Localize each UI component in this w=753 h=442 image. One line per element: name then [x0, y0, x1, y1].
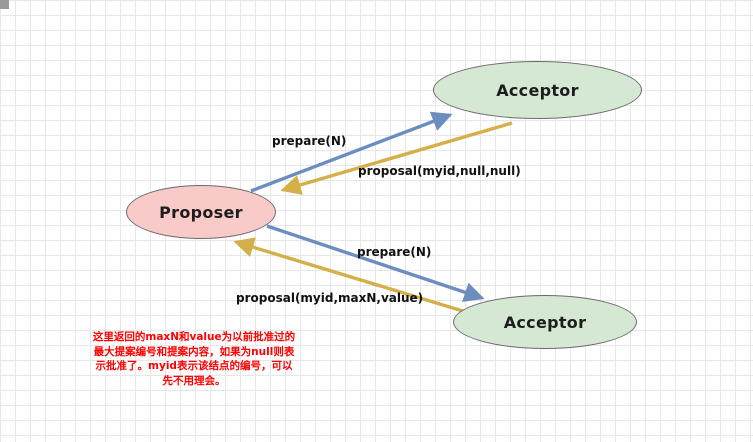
node-acceptor-top: Acceptor: [433, 61, 642, 119]
note-line: 示批准了。myid表示该结点的编号，可以: [95, 360, 293, 372]
node-acceptor-bottom-label: Acceptor: [503, 312, 587, 332]
note-line: 这里返回的maxN和value为以前批准过的: [92, 331, 296, 343]
node-acceptor-bottom: Acceptor: [453, 295, 637, 349]
note-line: 最大提案编号和提案内容，如果为null则表: [93, 345, 295, 358]
edge-prepare-top: [250, 111, 453, 193]
edge-label-prepare-bottom: prepare(N): [357, 245, 432, 259]
node-proposer: Proposer: [126, 185, 276, 239]
edge-proposal-top: [280, 121, 513, 195]
edge-label-proposal-top: proposal(myid,null,null): [358, 164, 521, 178]
node-proposer-label: Proposer: [159, 202, 243, 222]
note-text: 这里返回的maxN和value为以前批准过的 最大提案编号和提案内容，如果为nu…: [88, 330, 300, 388]
node-acceptor-top-label: Acceptor: [496, 80, 579, 100]
note-line: 先不用理会。: [162, 374, 226, 387]
edge-label-prepare-top: prepare(N): [272, 134, 347, 148]
corner-artifact: [0, 0, 9, 9]
edge-label-proposal-bottom: proposal(myid,maxN,value): [236, 291, 424, 305]
edge-prepare-bottom: [266, 224, 485, 303]
edge-proposal-bottom: [233, 237, 467, 314]
